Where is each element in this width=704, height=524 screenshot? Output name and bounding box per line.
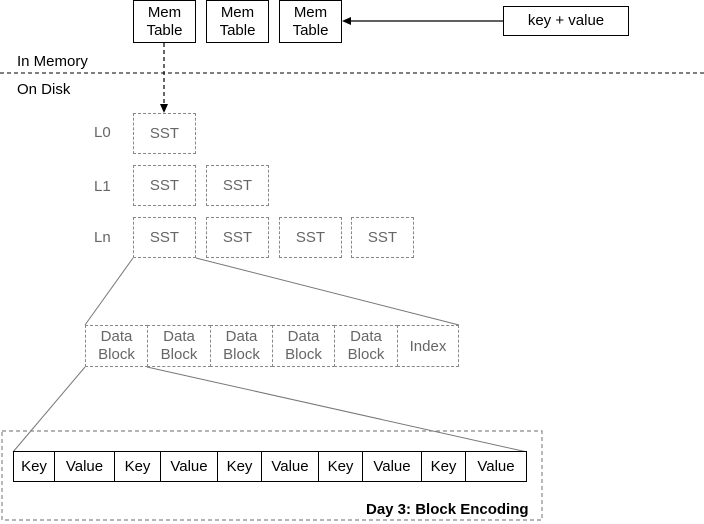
sst-l1-1: SST [133, 165, 196, 206]
entry-value: Value [362, 451, 422, 482]
entry-value: Value [160, 451, 218, 482]
memtable-1: Mem Table [133, 0, 196, 43]
sst-l0-1: SST [133, 113, 196, 154]
data-block-5: Data Block [334, 325, 398, 367]
zoom-line-sst-right [195, 257, 460, 326]
zoom-line-sst-left [84, 257, 134, 326]
block-encoding-frame [1, 430, 543, 521]
sst-ln-3: SST [279, 217, 342, 258]
entry-value: Value [465, 451, 527, 482]
in-memory-label: In Memory [17, 53, 88, 70]
key-value-input: key + value [503, 6, 629, 36]
sst-ln-1: SST [133, 217, 196, 258]
data-block-2: Data Block [147, 325, 211, 367]
index-block: Index [397, 325, 459, 367]
level-label-l0: L0 [94, 124, 111, 141]
zoom-line-block-right [146, 366, 528, 453]
data-block-3: Data Block [210, 325, 273, 367]
entry-key: Key [318, 451, 363, 482]
memtable-2: Mem Table [206, 0, 269, 43]
entry-key: Key [217, 451, 262, 482]
entry-value: Value [261, 451, 319, 482]
data-block-1: Data Block [85, 325, 148, 367]
caption: Day 3: Block Encoding [366, 501, 529, 518]
input-arrowhead [342, 17, 351, 25]
entry-value: Value [54, 451, 115, 482]
entry-key: Key [13, 451, 55, 482]
entry-key: Key [421, 451, 466, 482]
sst-ln-2: SST [206, 217, 269, 258]
data-block-4: Data Block [272, 325, 335, 367]
flush-arrowhead [160, 104, 168, 113]
sst-l1-2: SST [206, 165, 269, 206]
level-label-l1: L1 [94, 178, 111, 195]
on-disk-label: On Disk [17, 81, 71, 98]
zoom-line-block-left [12, 366, 86, 453]
entry-key: Key [114, 451, 161, 482]
sst-ln-4: SST [351, 217, 414, 258]
memtable-3: Mem Table [279, 0, 342, 43]
level-label-ln: Ln [94, 229, 111, 246]
